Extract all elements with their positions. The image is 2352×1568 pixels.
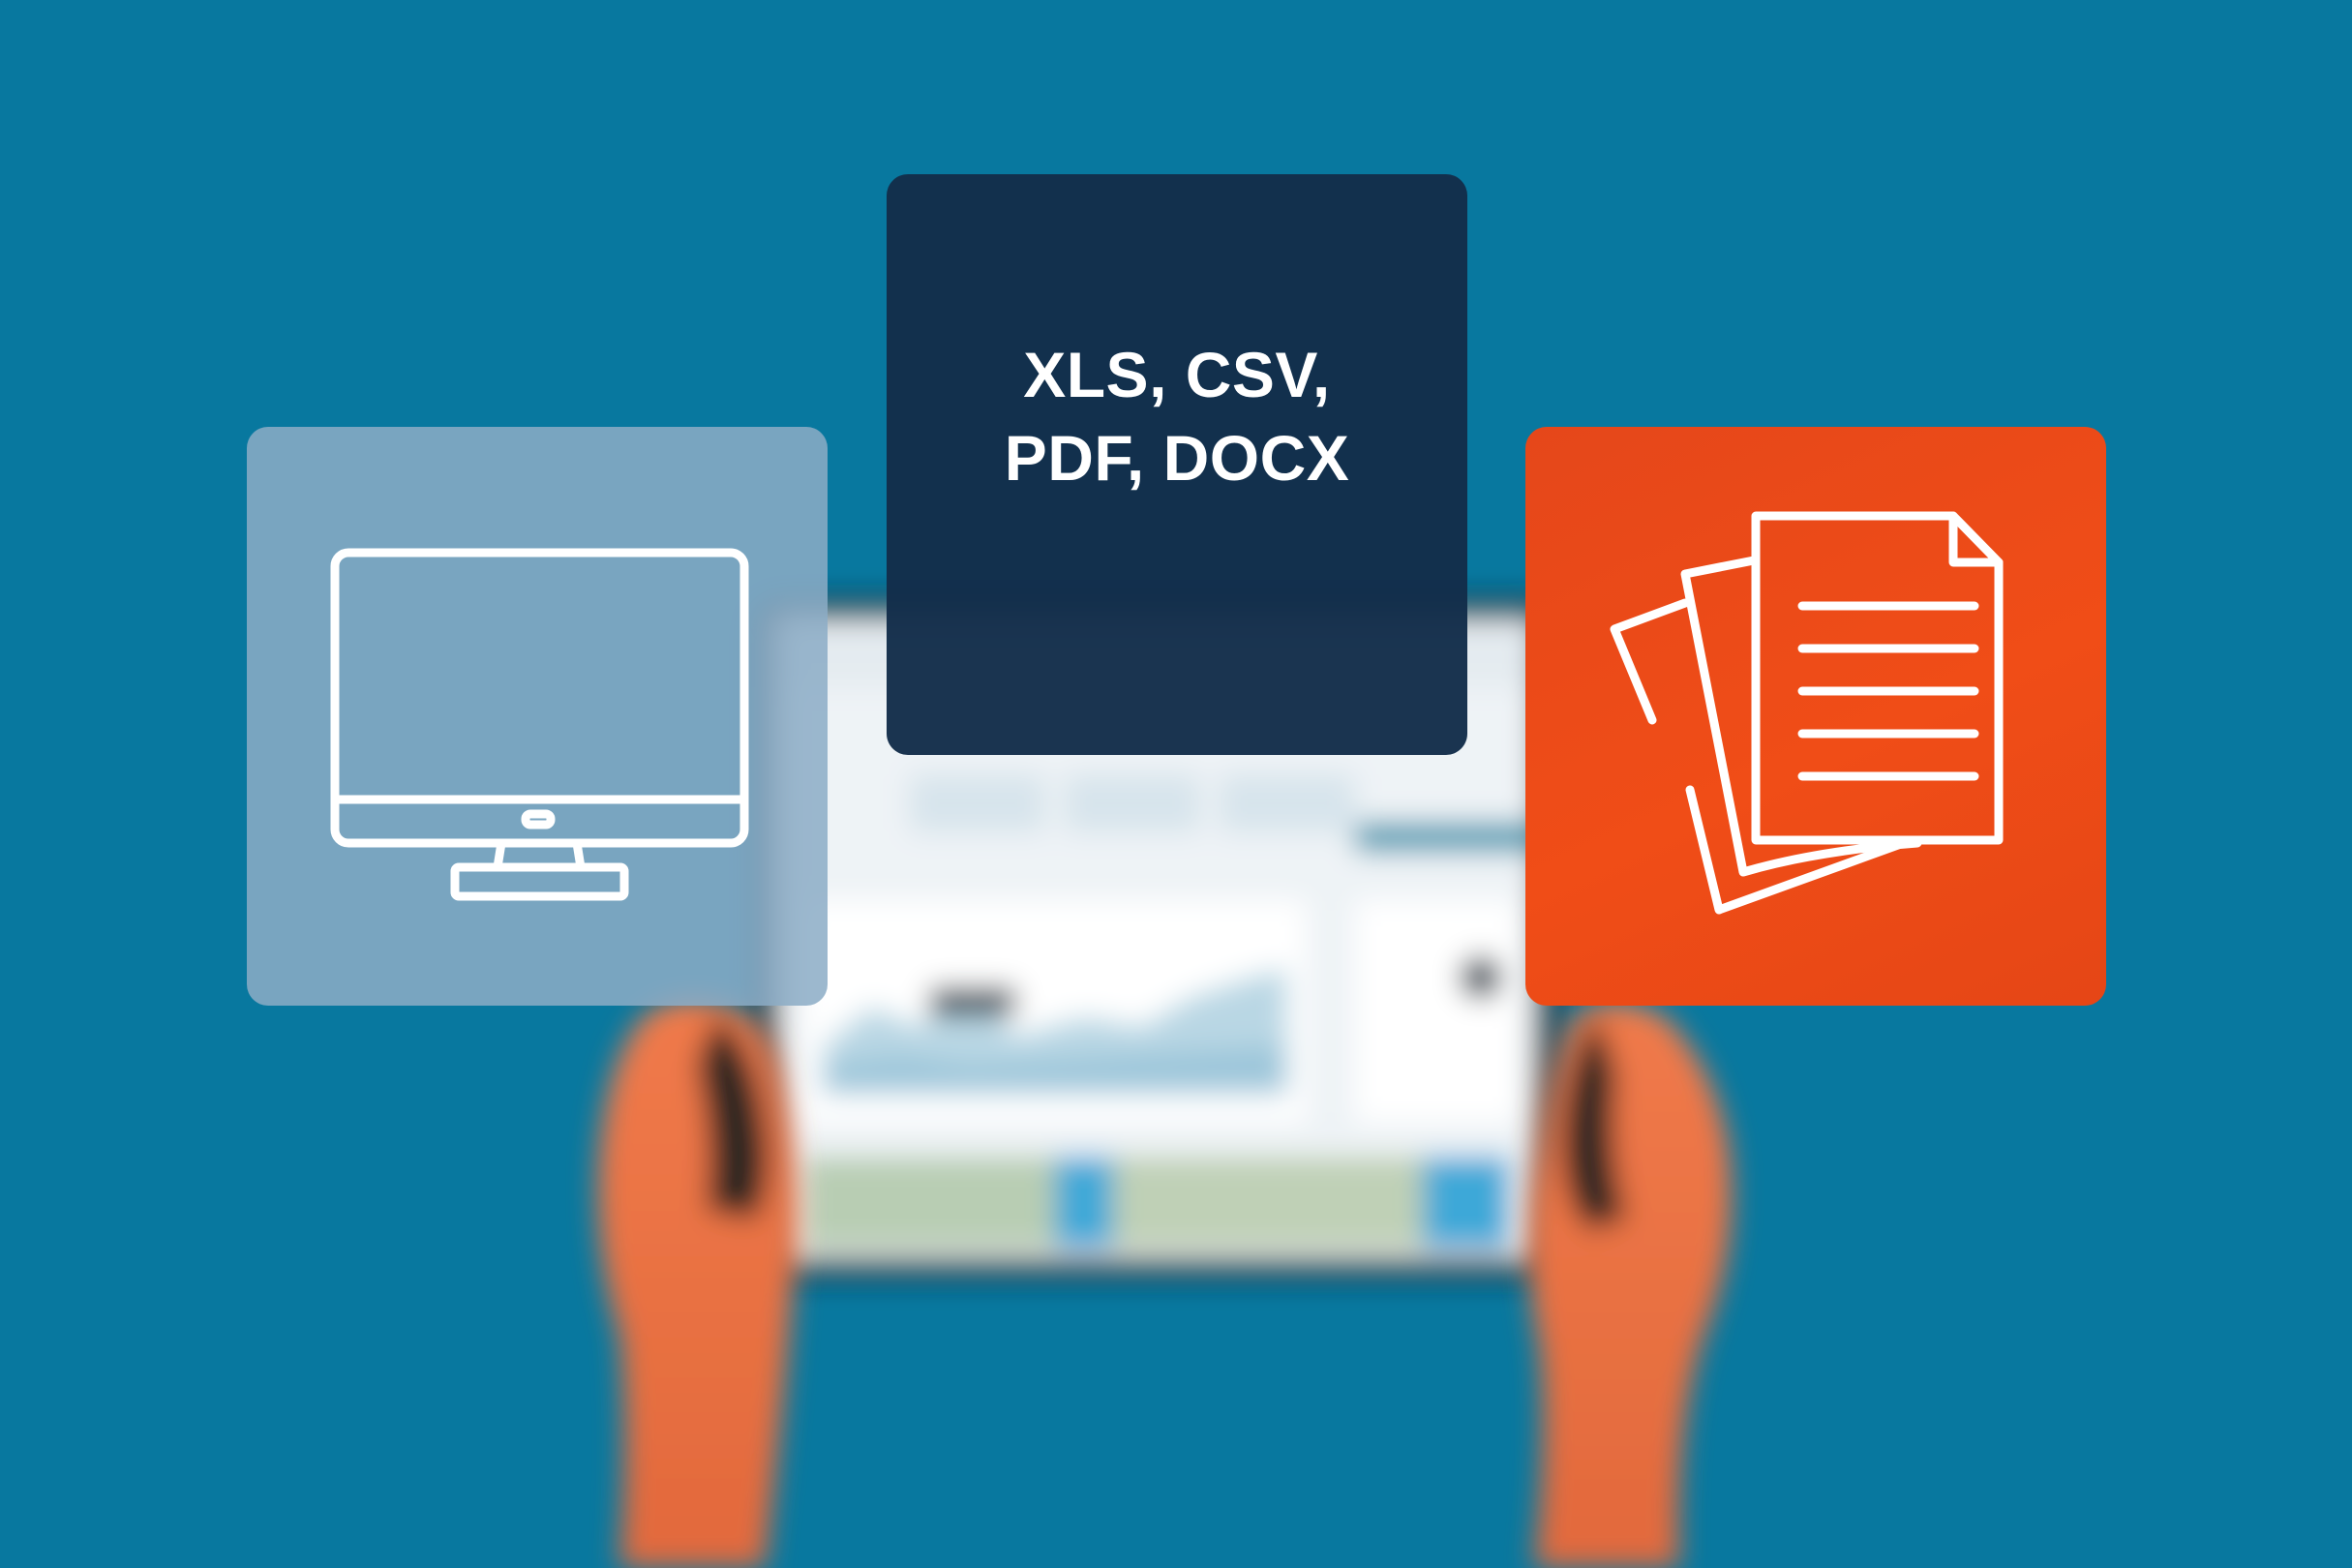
documents-card xyxy=(1525,427,2106,1006)
monitor-icon xyxy=(330,548,749,901)
file-formats-card: XLS, CSV, PDF, DOCX xyxy=(887,174,1467,755)
documents-icon xyxy=(1610,511,2004,915)
blurred-hands xyxy=(597,999,1733,1568)
formats-line-1: XLS, CSV, xyxy=(1023,339,1331,410)
formats-line-2: PDF, DOCX xyxy=(1004,422,1350,494)
monitor-card xyxy=(247,427,828,1006)
file-formats-text: XLS, CSV, PDF, DOCX xyxy=(1005,333,1350,499)
